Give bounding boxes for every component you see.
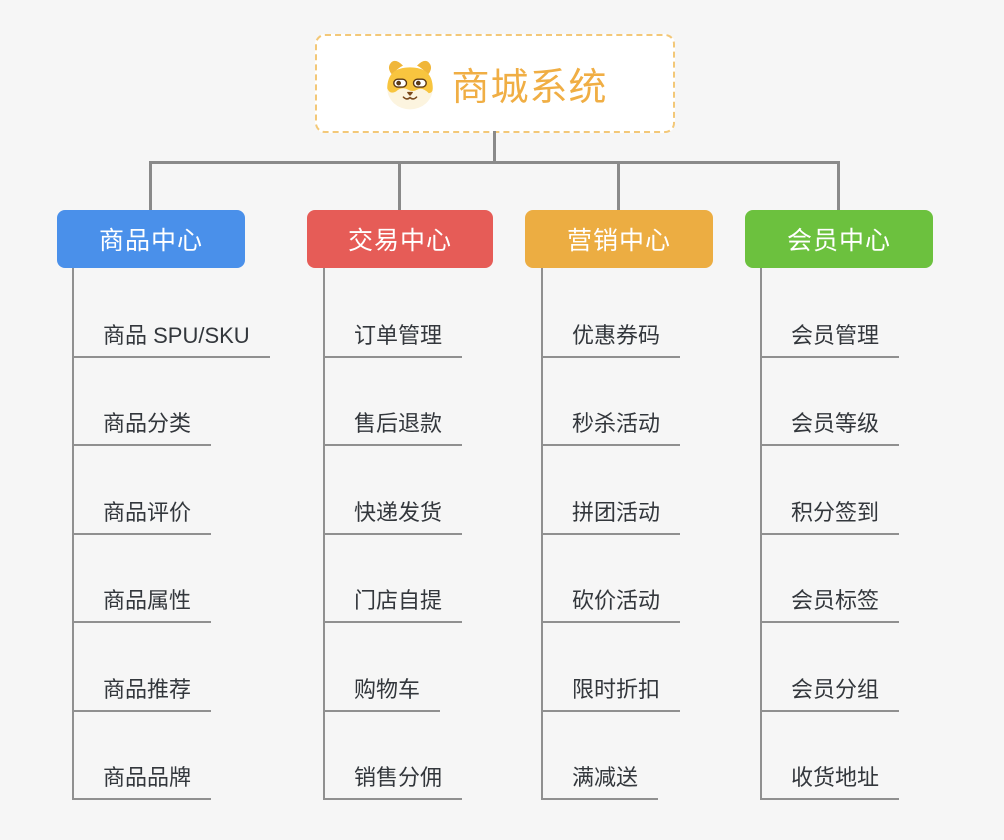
leaf-node-product-category[interactable]: 商品分类 xyxy=(72,406,212,446)
leaf-label: 会员等级 xyxy=(791,411,880,436)
branch-node-product[interactable]: 商品中心 xyxy=(57,210,245,268)
leaf-node-store-pickup[interactable]: 门店自提 xyxy=(323,583,463,623)
leaf-node-product-recommend[interactable]: 商品推荐 xyxy=(72,672,212,712)
connector-drop-product xyxy=(149,161,152,210)
leaf-node-limited-time-discount[interactable]: 限时折扣 xyxy=(541,672,681,712)
branch-node-marketing[interactable]: 营销中心 xyxy=(525,210,713,268)
connector-drop-marketing xyxy=(617,161,620,210)
leaf-label: 优惠券码 xyxy=(572,323,661,348)
leaf-node-shopping-cart[interactable]: 购物车 xyxy=(323,672,441,712)
leaf-label: 商品品牌 xyxy=(103,765,192,790)
leaf-node-order-management[interactable]: 订单管理 xyxy=(323,318,463,358)
branch-node-trade[interactable]: 交易中心 xyxy=(307,210,493,268)
leaf-label: 会员管理 xyxy=(791,323,880,348)
leaf-label: 商品推荐 xyxy=(103,677,192,702)
leaf-node-product-spu-sku[interactable]: 商品 SPU/SKU xyxy=(72,318,270,358)
dog-face-icon xyxy=(387,60,434,109)
leaf-label: 购物车 xyxy=(354,677,421,702)
leaf-label: 订单管理 xyxy=(354,323,443,348)
connector-drop-member xyxy=(837,161,840,210)
leaf-node-product-attribute[interactable]: 商品属性 xyxy=(72,583,212,623)
leaf-node-after-sale-refund[interactable]: 售后退款 xyxy=(323,406,463,446)
leaf-label: 销售分佣 xyxy=(354,765,443,790)
leaf-label: 门店自提 xyxy=(354,588,443,613)
leaf-label: 满减送 xyxy=(572,765,639,790)
branch-node-member[interactable]: 会员中心 xyxy=(745,210,933,268)
branch-label: 会员中心 xyxy=(786,227,891,255)
leaf-node-bargain-activity[interactable]: 砍价活动 xyxy=(541,583,681,623)
leaf-node-member-tag[interactable]: 会员标签 xyxy=(760,583,900,623)
leaf-node-product-review[interactable]: 商品评价 xyxy=(72,495,212,535)
leaf-node-member-level[interactable]: 会员等级 xyxy=(760,406,900,446)
branch-label: 交易中心 xyxy=(347,227,452,255)
leaf-label: 会员标签 xyxy=(791,588,880,613)
leaf-label: 秒杀活动 xyxy=(572,411,661,436)
connector-bus xyxy=(149,161,840,164)
leaf-node-coupon-code[interactable]: 优惠券码 xyxy=(541,318,681,358)
leaf-label: 商品 SPU/SKU xyxy=(103,323,250,348)
leaf-node-express-delivery[interactable]: 快递发货 xyxy=(323,495,463,535)
branch-label: 营销中心 xyxy=(566,227,671,255)
leaf-node-member-management[interactable]: 会员管理 xyxy=(760,318,900,358)
leaf-label: 商品属性 xyxy=(103,588,192,613)
leaf-label: 拼团活动 xyxy=(572,500,661,525)
leaf-label: 砍价活动 xyxy=(572,588,661,613)
leaf-label: 积分签到 xyxy=(791,500,880,525)
leaf-node-product-brand[interactable]: 商品品牌 xyxy=(72,760,212,800)
branch-label: 商品中心 xyxy=(98,227,203,255)
leaf-node-flash-sale[interactable]: 秒杀活动 xyxy=(541,406,681,446)
root-title: 商城系统 xyxy=(451,67,608,109)
leaf-node-shipping-address[interactable]: 收货地址 xyxy=(760,760,900,800)
leaf-node-member-group[interactable]: 会员分组 xyxy=(760,672,900,712)
connector-stem xyxy=(493,131,496,163)
leaf-label: 会员分组 xyxy=(791,677,880,702)
leaf-node-group-buy[interactable]: 拼团活动 xyxy=(541,495,681,535)
leaf-node-sales-commission[interactable]: 销售分佣 xyxy=(323,760,463,800)
leaf-label: 收货地址 xyxy=(791,765,880,790)
connector-drop-trade xyxy=(398,161,401,210)
leaf-node-full-reduction[interactable]: 满减送 xyxy=(541,760,659,800)
root-node[interactable]: 商城系统 xyxy=(315,34,675,133)
leaf-label: 商品分类 xyxy=(103,411,192,436)
leaf-label: 商品评价 xyxy=(103,500,192,525)
leaf-label: 限时折扣 xyxy=(572,677,661,702)
leaf-label: 售后退款 xyxy=(354,411,443,436)
leaf-label: 快递发货 xyxy=(354,500,443,525)
leaf-node-points-checkin[interactable]: 积分签到 xyxy=(760,495,900,535)
